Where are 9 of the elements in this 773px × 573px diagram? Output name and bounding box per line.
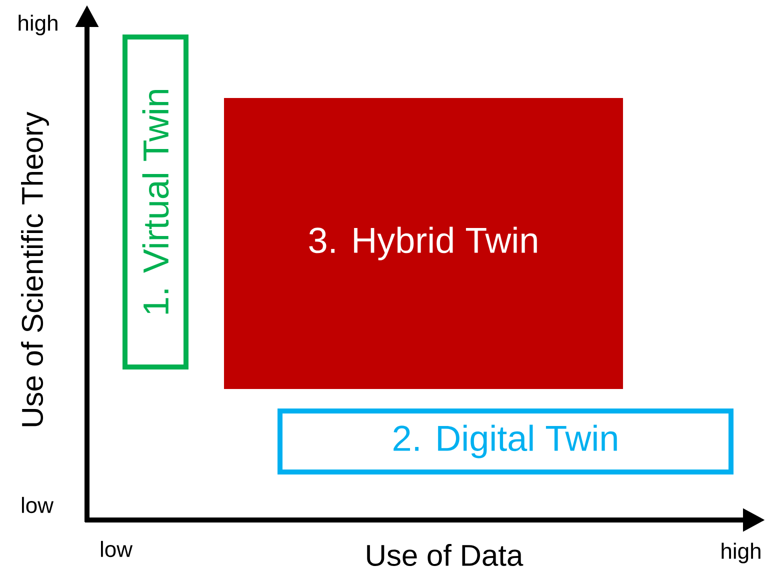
outlined-box: 2. Digital Twin (278, 408, 734, 474)
axis-label: high (18, 14, 58, 36)
filled-box: 3. Hybrid Twin (224, 98, 623, 389)
axis-title: Use of Data (367, 544, 524, 566)
outlined-box: 1. Virtual Twin (122, 34, 188, 370)
axis-title: Use of Scientific Theory (21, 112, 49, 426)
axis-label: low (100, 540, 133, 558)
axis-label: low (22, 496, 54, 514)
axis-label: high (722, 542, 760, 564)
